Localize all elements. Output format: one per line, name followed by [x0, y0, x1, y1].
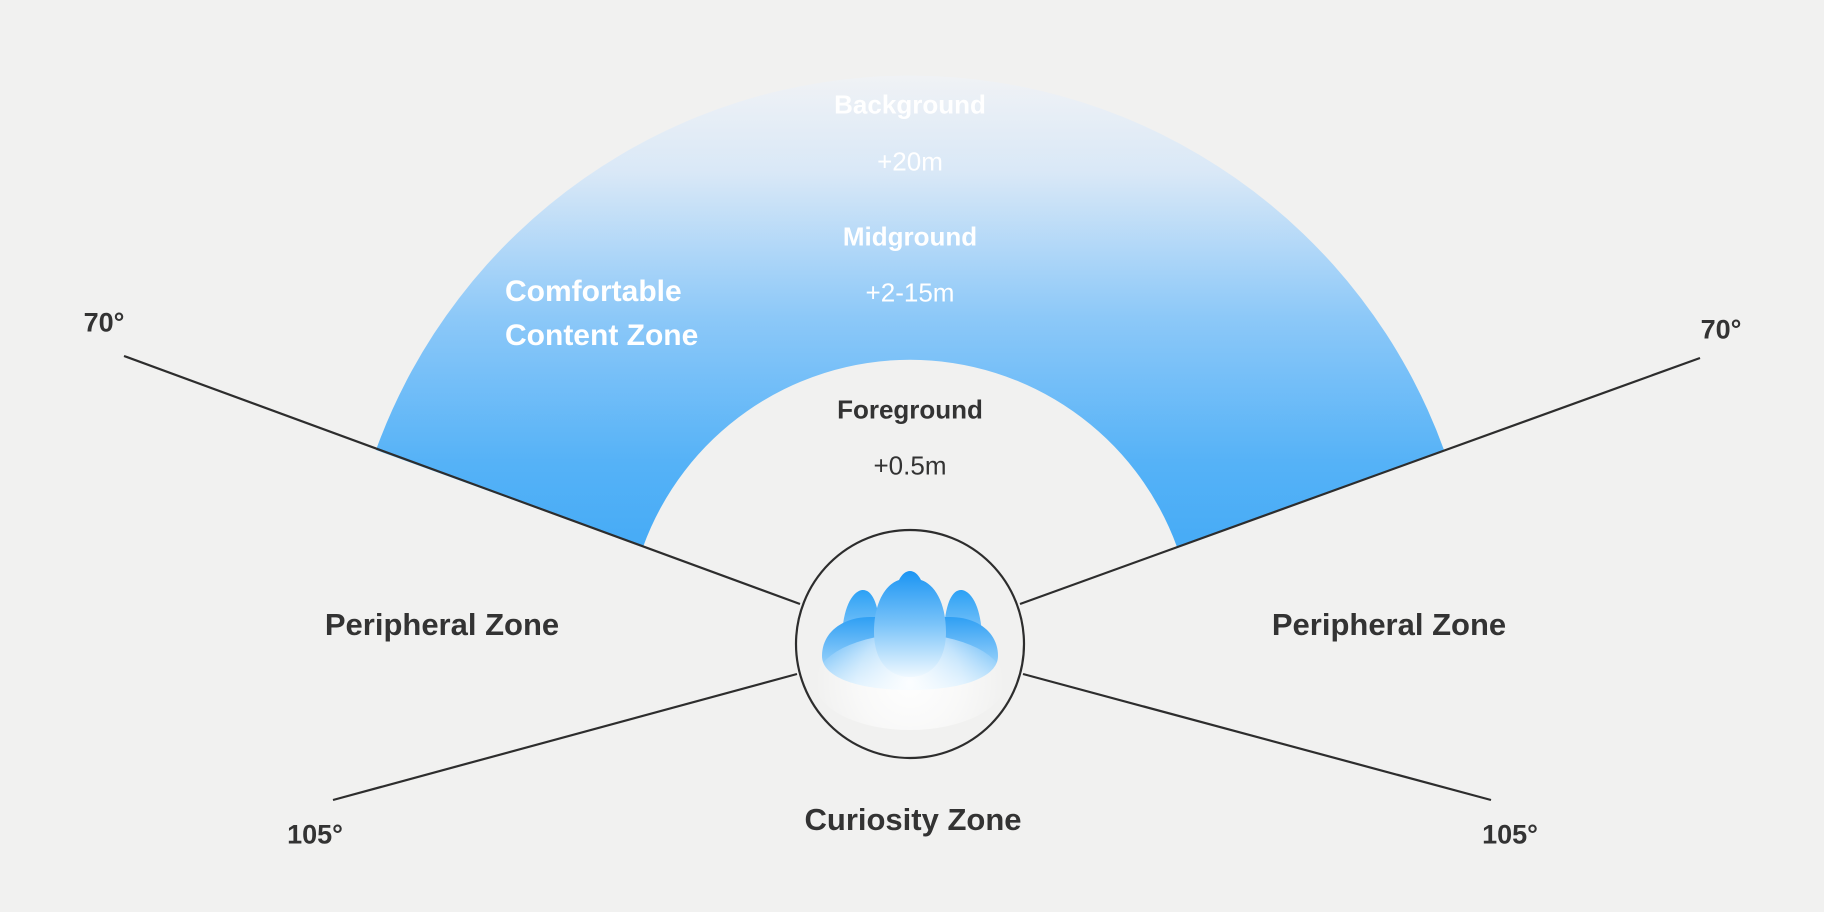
- background-ring-label: Background: [834, 89, 986, 120]
- comfortable-content-zone-fan: [376, 75, 1444, 547]
- comfortable-content-zone-line2: Content Zone: [505, 319, 699, 352]
- comfortable-content-zone-label: Comfortable Content Zone: [505, 270, 698, 358]
- midground-distance-label: +2-15m: [865, 277, 955, 308]
- fov-line-lower-right: [1022, 672, 1492, 802]
- person-top-view-icon: [815, 571, 1005, 730]
- peripheral-zone-right-label: Peripheral Zone: [1271, 607, 1507, 642]
- angle-105-right-label: 105°: [1482, 819, 1538, 850]
- foreground-distance-label: +0.5m: [873, 450, 947, 481]
- background-distance-label: +20m: [877, 146, 943, 177]
- angle-70-right-label: 70°: [1700, 314, 1742, 345]
- peripheral-zone-left-label: Peripheral Zone: [324, 607, 560, 642]
- midground-ring-label: Midground: [842, 221, 978, 252]
- comfortable-content-zone-line1: Comfortable: [505, 275, 682, 308]
- foreground-ring-label: Foreground: [837, 394, 983, 425]
- person-chest-glow: [815, 634, 1005, 730]
- curiosity-zone-label: Curiosity Zone: [804, 802, 1022, 837]
- fov-line-upper-left: [123, 354, 801, 606]
- angle-70-left-label: 70°: [83, 307, 125, 338]
- fov-line-upper-right: [1019, 356, 1701, 606]
- angle-105-left-label: 105°: [287, 819, 343, 850]
- fov-line-lower-left: [332, 672, 798, 802]
- person-head: [874, 571, 946, 677]
